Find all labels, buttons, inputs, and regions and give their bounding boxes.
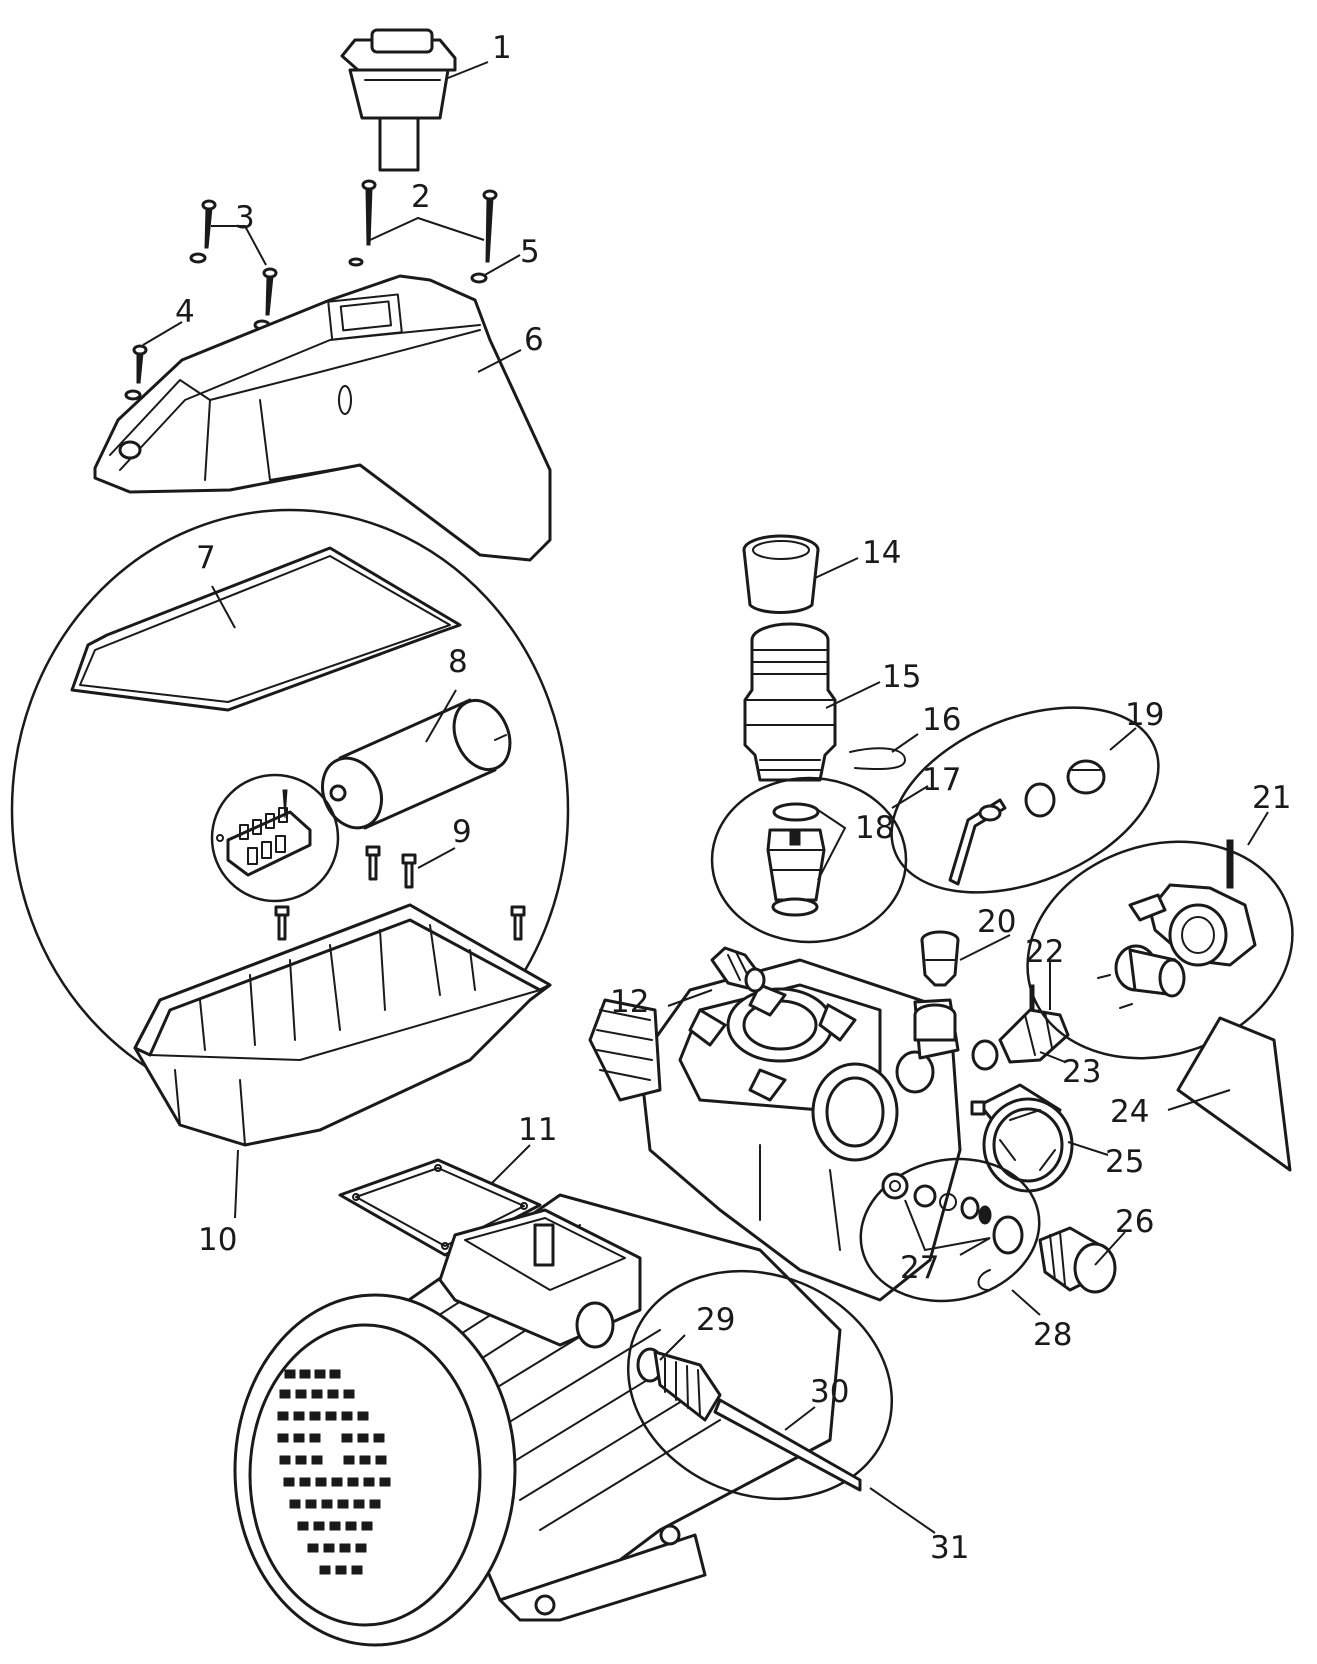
outlet-connector: [913, 1003, 957, 1042]
callout-26: 26: [1115, 1204, 1154, 1240]
fitting-12: [710, 946, 766, 993]
callout-24: 24: [1110, 1094, 1149, 1130]
drain-plug: [1038, 1226, 1117, 1294]
callout-17: 17: [922, 762, 961, 798]
screw-2a: [348, 179, 377, 267]
callout-2: 2: [411, 179, 431, 215]
screw-4: [124, 344, 148, 401]
callout-27: 27: [900, 1250, 939, 1286]
callout-18: 18: [855, 810, 894, 846]
clip-16: [849, 747, 906, 770]
callout-16: 16: [922, 702, 961, 738]
callout-22: 22: [1025, 934, 1064, 970]
hex-key-kit: [948, 759, 1106, 886]
callout-12: 12: [610, 984, 649, 1020]
upper-cover: [93, 274, 552, 562]
callout-1: 1: [492, 30, 512, 66]
knob-detail-circle: [1026, 840, 1294, 1060]
nozzle-20: [920, 930, 960, 987]
check-valve-detail-circle: [859, 1157, 1041, 1303]
lower-housing: [133, 903, 552, 1147]
callout-25: 25: [1105, 1144, 1144, 1180]
callout-31: 31: [930, 1530, 969, 1566]
electric-motor: [233, 1193, 842, 1647]
screw-3b: [253, 267, 278, 331]
callout-7: 7: [196, 540, 216, 576]
callout-8: 8: [448, 644, 468, 680]
callout-6: 6: [524, 322, 544, 358]
cover-gasket: [70, 546, 462, 712]
screws: [124, 179, 498, 401]
callout-5: 5: [520, 234, 540, 270]
terminal-block: [210, 773, 340, 903]
valve-assembly: [766, 802, 826, 917]
callout-4: 4: [175, 294, 195, 330]
threaded-adapter: [743, 622, 837, 782]
callout-11: 11: [518, 1112, 557, 1148]
callout-30: 30: [810, 1374, 849, 1410]
callout-14: 14: [862, 535, 901, 571]
valve-detail-circle: [710, 776, 908, 944]
callout-10: 10: [198, 1222, 237, 1258]
callout-labels: 1 2 3 4 5 6 7 8 9 10 11 12 14 15 16 17 1…: [175, 30, 1291, 1566]
pump-body: [588, 958, 962, 1302]
cap-14: [742, 534, 820, 614]
screw-3a: [189, 199, 217, 264]
pressure-gauge: [970, 1083, 1074, 1193]
callout-29: 29: [696, 1302, 735, 1338]
callout-3: 3: [235, 200, 255, 236]
pressure-knob: [1097, 839, 1257, 1009]
tools-detail-circle: [890, 706, 1160, 894]
small-screws: [274, 845, 526, 941]
hose-fitting: [636, 1347, 862, 1492]
callout-15: 15: [882, 659, 921, 695]
label-sheet: [1176, 1016, 1292, 1172]
capacitor: [321, 698, 512, 830]
callout-21: 21: [1252, 780, 1291, 816]
callout-20: 20: [977, 904, 1016, 940]
callout-23: 23: [1062, 1054, 1101, 1090]
hose-detail-circle: [626, 1269, 894, 1501]
rocker-switch: [340, 28, 457, 172]
check-valve-parts: [881, 1172, 1024, 1291]
callout-9: 9: [452, 814, 472, 850]
leader-lines: [142, 61, 1269, 1534]
callout-28: 28: [1033, 1317, 1072, 1353]
screw-2b: [470, 189, 498, 284]
callout-19: 19: [1125, 697, 1164, 733]
